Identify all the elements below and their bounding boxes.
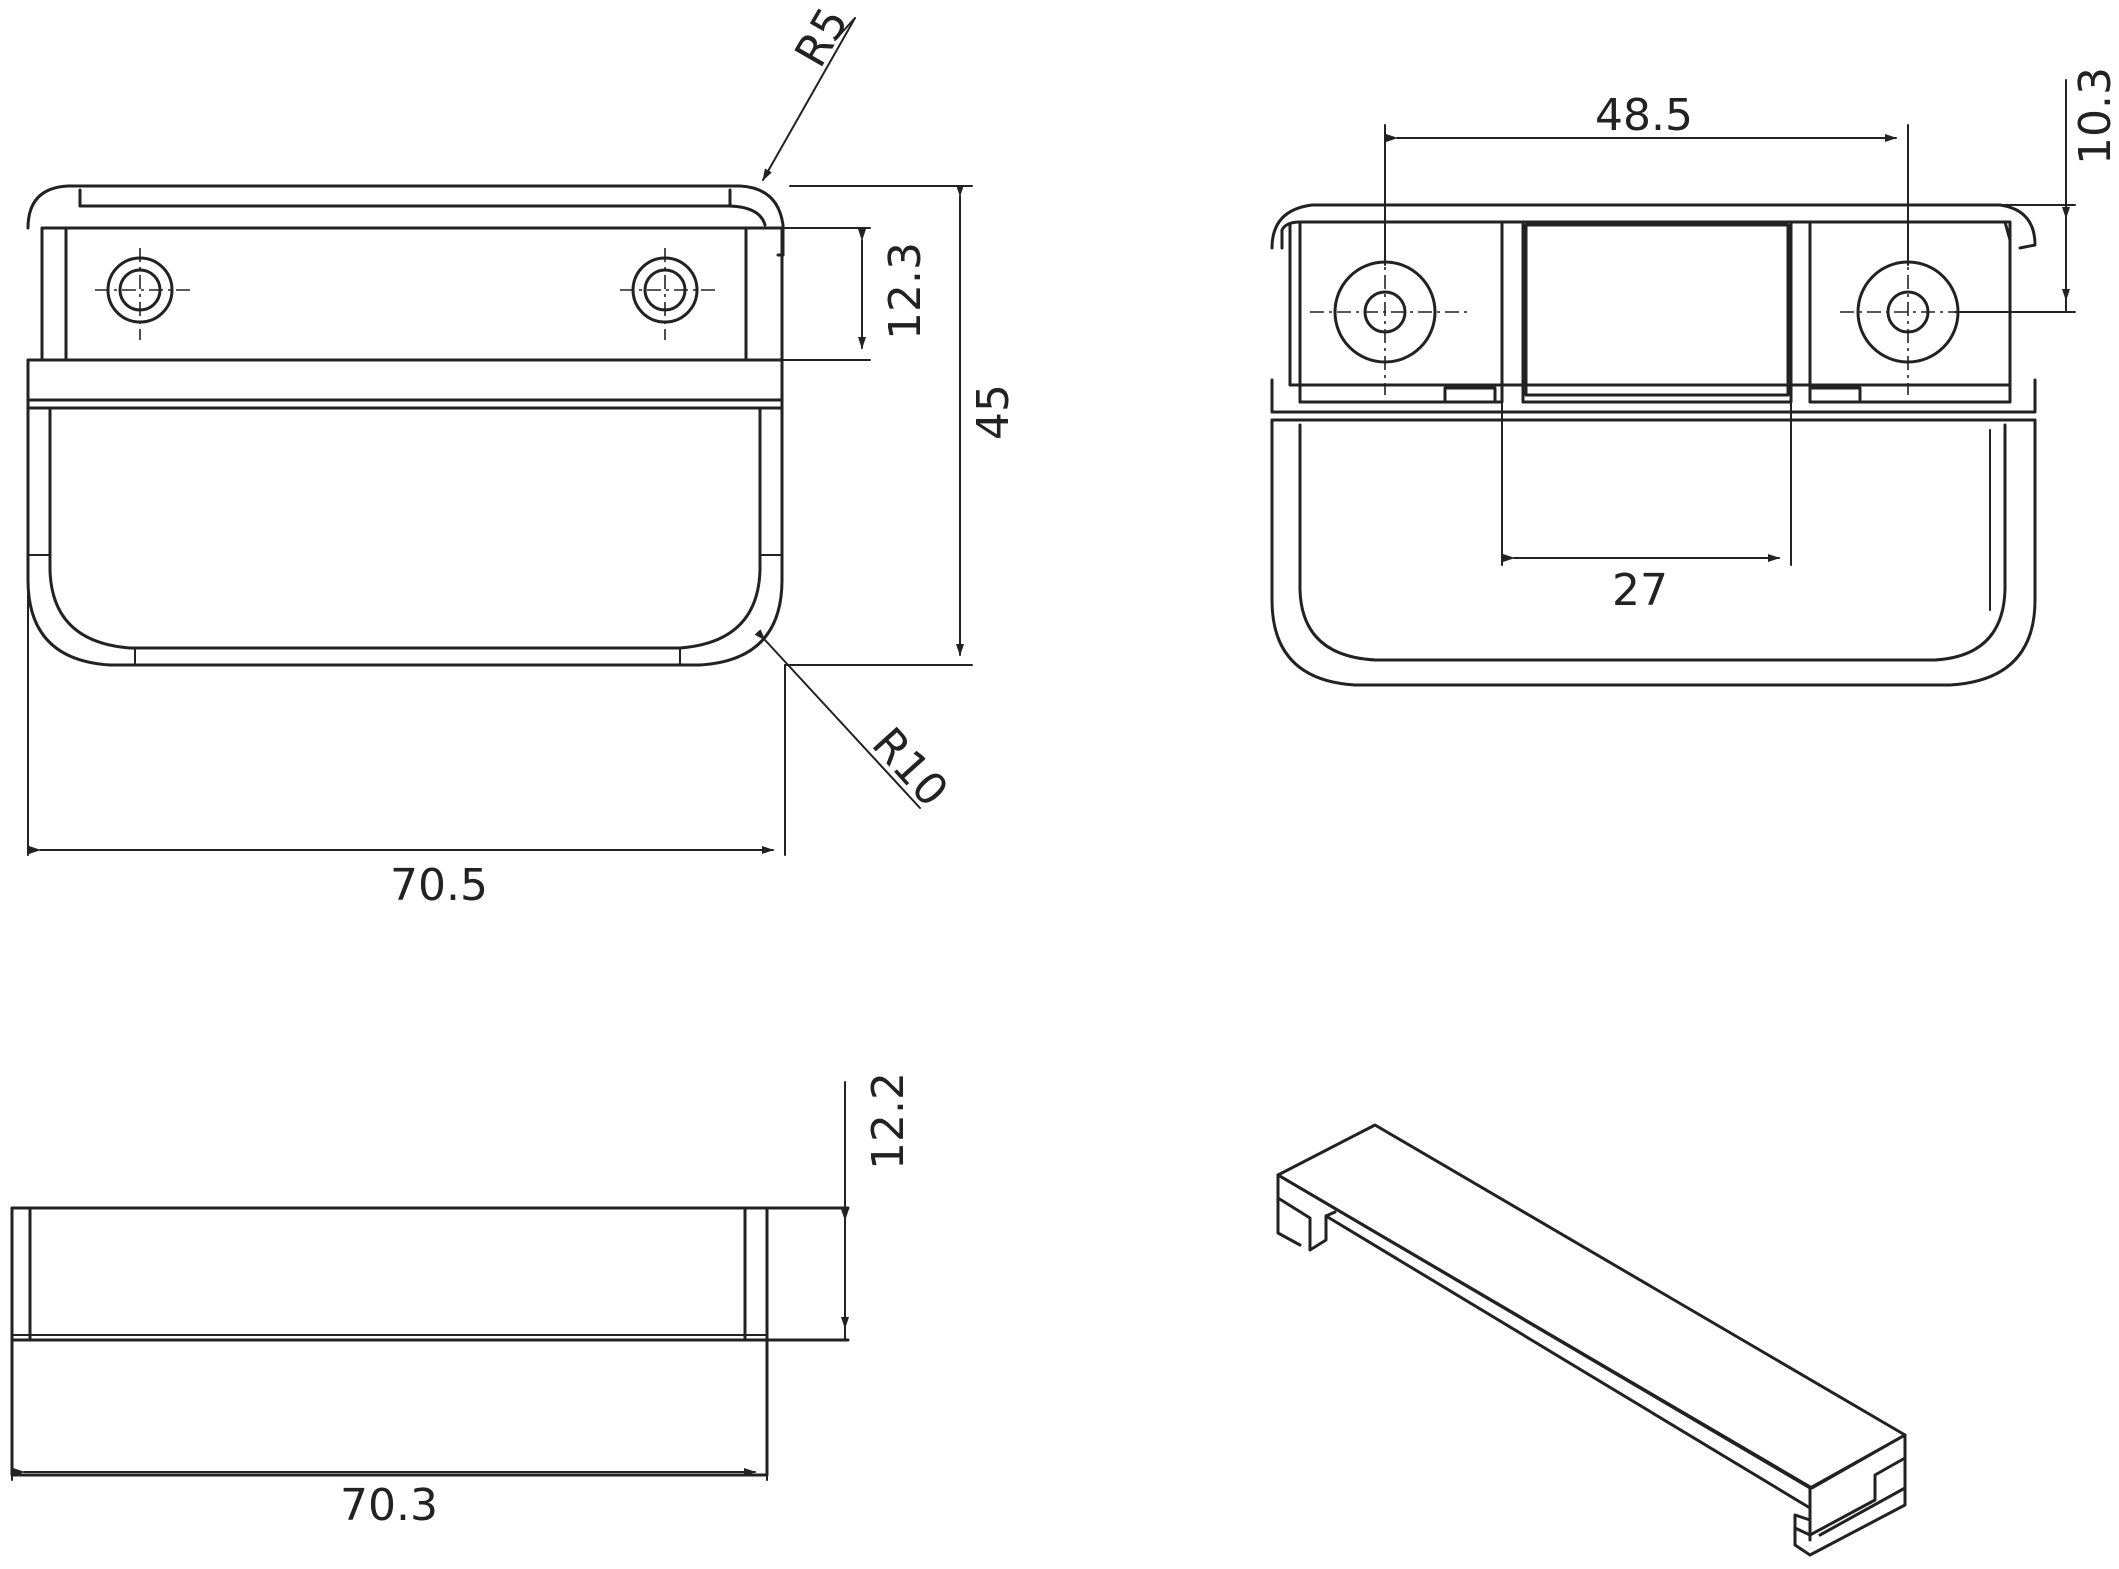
dim-12-2-label: 12.2 [863, 1072, 914, 1170]
side-body [10, 1206, 769, 1342]
dim-48-5-label: 48.5 [1595, 90, 1693, 141]
front-top-lip [26, 184, 785, 257]
dim-45-label: 45 [968, 384, 1019, 440]
rear-band [1270, 378, 2037, 414]
front-body-outline [26, 358, 784, 667]
front-hole-left [95, 248, 190, 340]
front-hole-right [620, 248, 715, 340]
isometric-view [1276, 1123, 1907, 1557]
dim-70-3-label: 70.3 [340, 1480, 438, 1531]
r5-label: R5 [785, 0, 858, 75]
iso-front-face [1276, 1173, 1812, 1522]
r5-leader-tail [834, 17, 856, 41]
r10-leader [754, 629, 921, 809]
rear-body-inner [1298, 423, 2007, 662]
rear-notch-right [1808, 386, 1862, 404]
front-body-inner [48, 406, 762, 650]
rear-hole-right [1840, 140, 1990, 395]
dim-10-3-label: 10.3 [2070, 67, 2119, 165]
r10-label: R10 [862, 718, 958, 816]
rear-hole-left [1310, 140, 1470, 395]
rear-body-outline [1270, 418, 2037, 687]
side-view: 12.2 70.3 [10, 1072, 914, 1531]
rear-cell-middle-inner [1524, 223, 1790, 397]
rear-notch-left [1443, 386, 1497, 404]
rear-view: 48.5 10.3 27 [1270, 67, 2119, 687]
front-mount-plate [40, 226, 784, 362]
front-view: R5 R10 12.3 45 70.5 [26, 0, 1019, 911]
iso-left-end-inner [1276, 1196, 1302, 1247]
iso-right-end-inner [1793, 1456, 1907, 1557]
r5-leader [762, 17, 856, 181]
front-top-lip-inner [78, 188, 767, 227]
dim-27-label: 27 [1612, 565, 1668, 616]
iso-top-face [1276, 1123, 1907, 1490]
rear-cell-left [1298, 220, 1504, 404]
iso-right-end [1793, 1433, 1907, 1542]
rear-cell-middle [1521, 220, 1793, 404]
dim-12-3-label: 12.3 [880, 242, 931, 340]
dim-70-5-label: 70.5 [390, 860, 488, 911]
side-lower [10, 1338, 769, 1477]
